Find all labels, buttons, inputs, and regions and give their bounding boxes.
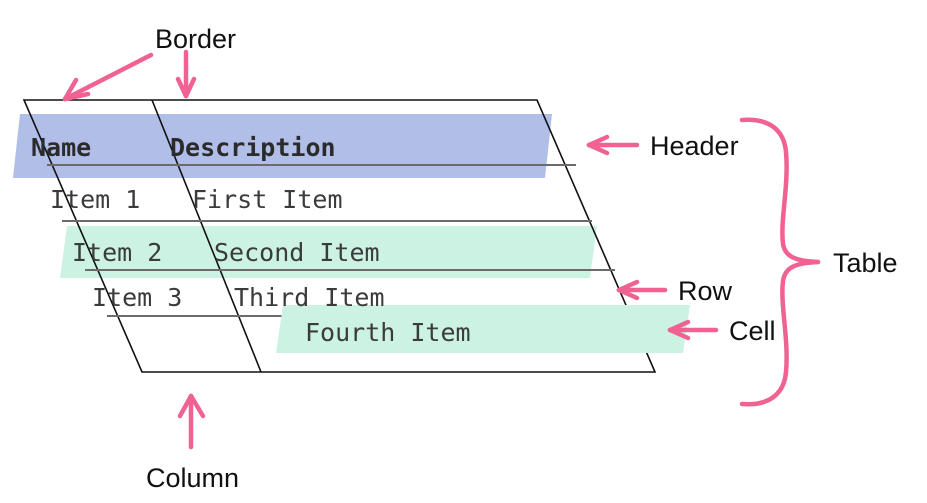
highlight-bands [13,114,597,278]
floating-cell-text: Fourth Item [305,318,471,347]
annotation-arrows [62,49,719,450]
annotation-label-row: Row [678,276,733,306]
header-cell-name: Name [31,133,91,162]
annotation-label-column: Column [146,463,239,493]
table-outline [22,99,657,373]
table-brace-icon [739,117,821,407]
cell-arrow-left-icon [667,319,719,341]
cell-name-row-1: Item 1 [50,185,140,214]
row-arrow-left-icon [616,279,668,301]
header-highlight-band [13,114,552,178]
cell-description-row-1: First Item [192,185,343,214]
cell-name-row-3: Item 3 [92,283,182,312]
header-cell-description: Description [170,133,336,162]
table-border-outline [22,99,657,373]
cell-description-row-3: Third Item [234,283,385,312]
table-text-layer: Name Description Item 1 First Item Item … [31,133,471,347]
row-highlight-band-item2 [60,226,597,278]
header-arrow-left-icon [586,134,640,156]
annotation-label-header: Header [650,131,739,161]
cell-name-row-2: Item 2 [72,238,162,267]
annotation-labels: Border Header Table Row Cell Column [146,24,898,493]
column-divider-line [151,99,262,373]
annotation-label-cell: Cell [729,316,776,346]
cell-description-row-2: Second Item [214,238,380,267]
annotation-label-table: Table [833,248,898,278]
annotation-label-border: Border [155,24,236,54]
border-arrow-diagonal-icon [62,52,154,102]
column-arrow-up-icon [177,393,206,450]
floating-cell-highlight [276,305,690,353]
border-arrow-down-icon [175,49,197,99]
